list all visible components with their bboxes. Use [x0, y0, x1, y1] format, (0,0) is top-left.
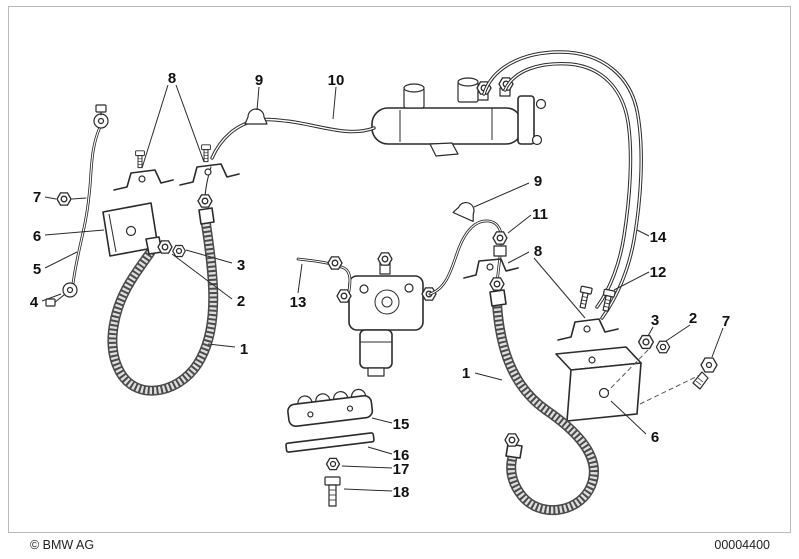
- callout-7-right: 7: [722, 313, 730, 330]
- callout-8-top: 8: [168, 70, 176, 87]
- callout-14: 14: [650, 229, 667, 246]
- master-cylinder: [371, 77, 547, 157]
- callout-9-top: 9: [255, 72, 263, 89]
- clamp-bracket-8d: [557, 285, 619, 341]
- clamp-bracket-8a: [113, 150, 174, 191]
- hose-nuts-right: [637, 334, 671, 354]
- pipe-clip-icon: [452, 198, 480, 223]
- screw-7-right: [692, 357, 718, 390]
- callout-13: 13: [290, 294, 307, 311]
- callout-2-left: 2: [237, 293, 245, 310]
- brake-pipe-13: [296, 256, 352, 293]
- bolt-18: [324, 476, 341, 507]
- callout-18: 18: [393, 484, 410, 501]
- brake-hose-right: [489, 277, 599, 516]
- copyright-text: © BMW AG: [30, 538, 94, 552]
- callout-9-mid: 9: [534, 173, 542, 190]
- diagram-frame: [8, 6, 791, 533]
- callout-2-right: 2: [689, 310, 697, 327]
- callout-7-left: 7: [33, 189, 41, 206]
- callout-15: 15: [393, 416, 410, 433]
- callout-6-left: 6: [33, 228, 41, 245]
- callout-1-left: 1: [240, 341, 248, 358]
- brake-hose-left: [107, 194, 219, 396]
- callout-12: 12: [650, 264, 667, 281]
- union-fitting-11: [492, 231, 508, 257]
- support-plate-16: [285, 432, 375, 453]
- assembly-axis: [607, 349, 649, 392]
- assembly-axis: [639, 373, 703, 405]
- holder-bracket-right: [555, 346, 642, 422]
- callout-4: 4: [30, 294, 39, 311]
- screw-12-icon: [576, 285, 593, 310]
- callout-labels: 8 9 10 7 6 5 4 3 2 1 13 9 11 8 14 12 3 2…: [30, 70, 730, 501]
- union-fitting-7-left: [56, 192, 87, 206]
- support-pad-15: [287, 388, 374, 428]
- nut-17: [325, 457, 341, 471]
- callout-1-right: 1: [462, 365, 470, 382]
- banjo-fitting-top-left: [93, 104, 109, 129]
- brake-pipe-14b: [503, 62, 633, 309]
- callout-11: 11: [532, 206, 548, 223]
- clamp-bracket-8b: [179, 144, 240, 186]
- image-number: 00004400: [714, 538, 770, 552]
- leader-lines: [41, 84, 724, 492]
- brake-pipe-5: [71, 125, 102, 286]
- banjo-fitting-4: [45, 282, 78, 307]
- callout-8-mid: 8: [534, 243, 542, 260]
- brake-pipe-14a: [482, 50, 643, 320]
- callout-3-left: 3: [237, 257, 245, 274]
- callout-17: 17: [393, 461, 410, 478]
- brake-pipe-10: [210, 117, 376, 160]
- brake-pipe-center-right: [428, 219, 503, 296]
- callout-5: 5: [33, 261, 41, 278]
- pipe-clip-icon: [244, 108, 268, 125]
- callout-6-right: 6: [651, 429, 659, 446]
- callout-10: 10: [328, 72, 345, 89]
- pressure-regulator: [336, 252, 437, 377]
- clamp-bracket-8c: [463, 258, 519, 279]
- callout-16: 16: [393, 447, 410, 464]
- callout-3-right: 3: [651, 312, 659, 329]
- hose-nuts-left: [157, 240, 186, 258]
